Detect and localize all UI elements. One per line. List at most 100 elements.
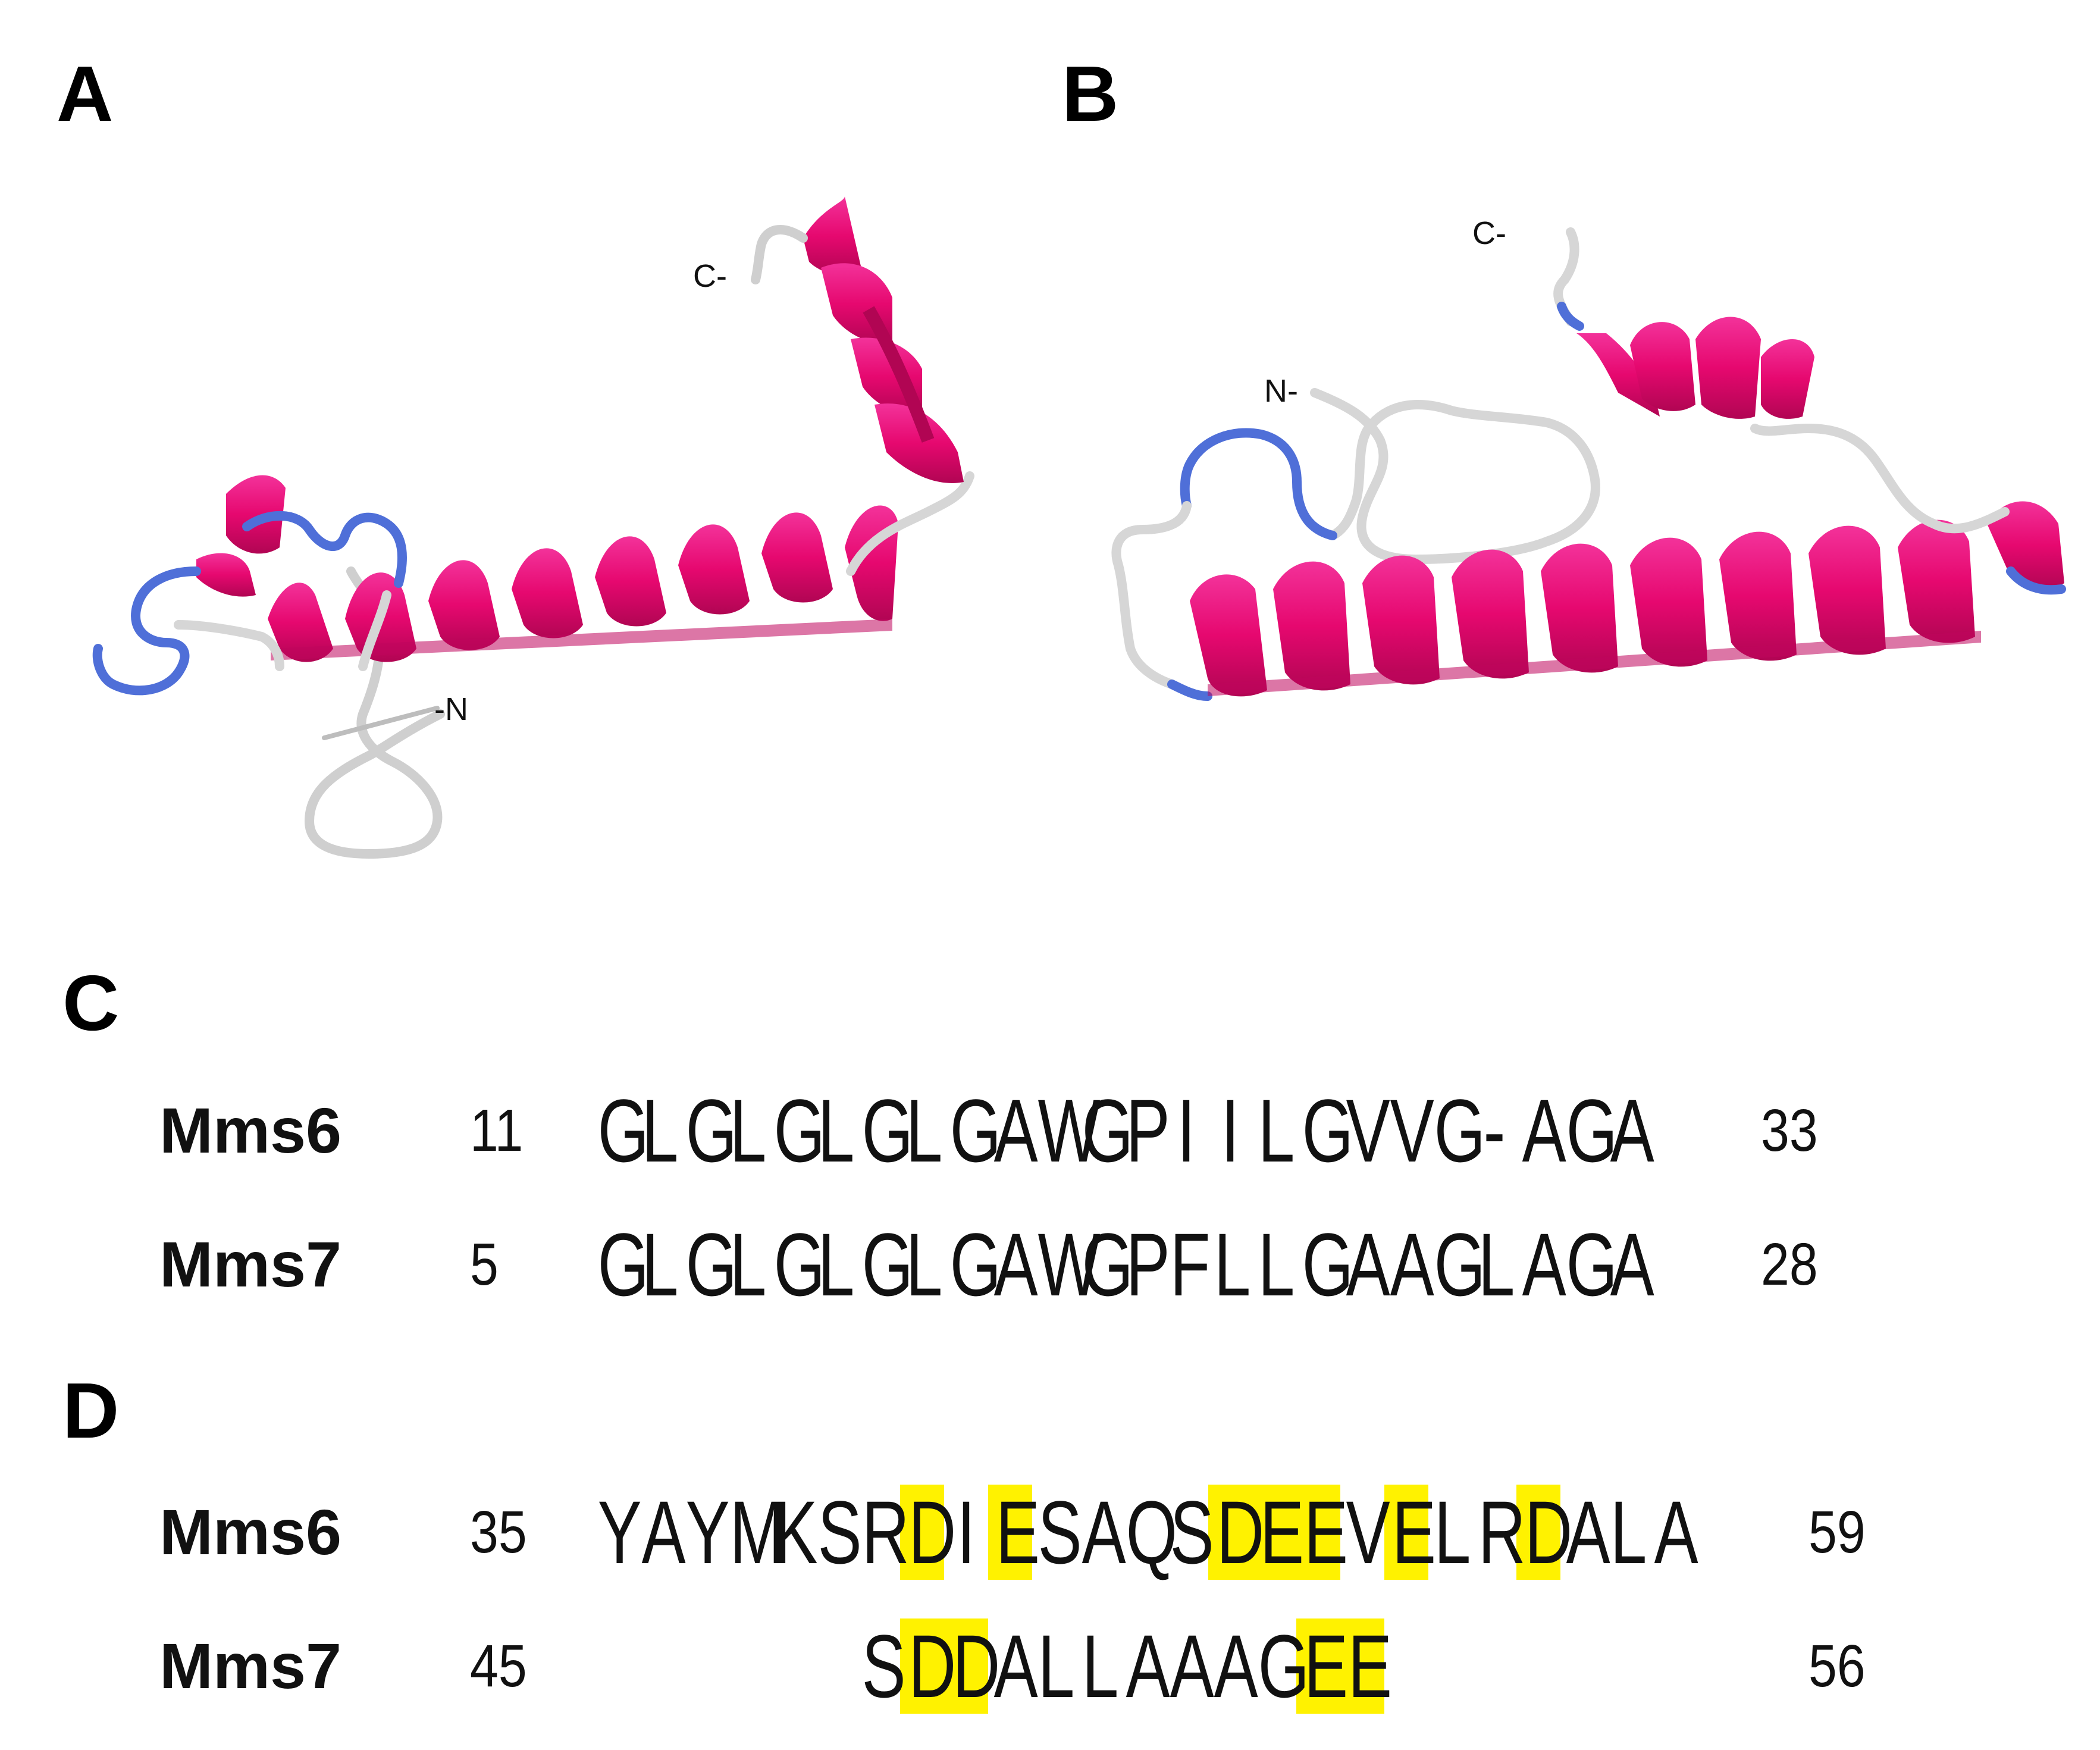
residue: A bbox=[1390, 1214, 1434, 1314]
residue: P bbox=[1126, 1214, 1170, 1314]
coil-c-terminal-a bbox=[751, 225, 808, 284]
coil-n-loop-b bbox=[1310, 388, 1600, 565]
residue: G bbox=[773, 1214, 825, 1314]
coil-n-tail-a bbox=[322, 706, 440, 740]
residue: L bbox=[1258, 1214, 1295, 1314]
residue: L bbox=[905, 1214, 943, 1314]
structure-a: C- -N bbox=[92, 196, 974, 859]
residue: R bbox=[861, 1482, 910, 1582]
residue: L bbox=[1214, 1214, 1251, 1314]
residue: P bbox=[1126, 1081, 1170, 1181]
residue: G bbox=[1302, 1081, 1353, 1181]
residue: S bbox=[1170, 1482, 1214, 1582]
residue: V bbox=[1390, 1081, 1434, 1181]
start-residue-number: 11 bbox=[470, 1097, 524, 1164]
loop-blue-b3 bbox=[2006, 566, 2066, 595]
residue: A bbox=[993, 1616, 1038, 1716]
residue: A bbox=[1346, 1214, 1390, 1314]
residue: I bbox=[1221, 1081, 1240, 1181]
residue-highlighted: D bbox=[1516, 1485, 1572, 1580]
residue: G bbox=[1566, 1081, 1618, 1181]
residue: W bbox=[1038, 1214, 1101, 1314]
residue-highlighted: E bbox=[1384, 1485, 1436, 1580]
n-terminus-label-b: N- bbox=[1264, 373, 1298, 409]
residue-highlighted: D bbox=[1208, 1485, 1264, 1580]
residue: G bbox=[597, 1081, 649, 1181]
loop-blue-b2 bbox=[1167, 680, 1212, 701]
n-terminus-label-a: -N bbox=[434, 691, 468, 727]
end-residue-number: 33 bbox=[1761, 1097, 1818, 1164]
alignment-gap bbox=[686, 1618, 719, 1714]
c-terminus-label-a: C- bbox=[693, 258, 727, 294]
residue: L bbox=[905, 1081, 943, 1181]
residue: Y bbox=[597, 1482, 642, 1582]
end-residue-number: 59 bbox=[1808, 1499, 1866, 1566]
panel-label-c: C bbox=[62, 959, 120, 1047]
residue: G bbox=[1434, 1214, 1485, 1314]
protein-name: Mms7 bbox=[159, 1228, 342, 1300]
helix-main-b bbox=[1190, 501, 2064, 697]
loop-blue-a2 bbox=[92, 566, 201, 696]
residue: S bbox=[1038, 1482, 1082, 1582]
residue: G bbox=[685, 1214, 737, 1314]
residue: A bbox=[1610, 1081, 1654, 1181]
residue: G bbox=[1258, 1616, 1309, 1716]
residue: L bbox=[729, 1081, 767, 1181]
residue: L bbox=[1610, 1482, 1647, 1582]
residue: G bbox=[1082, 1214, 1133, 1314]
residue-highlighted: E bbox=[1296, 1618, 1348, 1714]
residue: G bbox=[685, 1081, 737, 1181]
residue: G bbox=[861, 1081, 913, 1181]
start-residue-number: 45 bbox=[470, 1633, 527, 1699]
residue-highlighted: D bbox=[900, 1485, 956, 1580]
residue: L bbox=[1434, 1482, 1471, 1582]
coil-bridge-a bbox=[358, 590, 391, 671]
residue: A bbox=[1654, 1482, 1698, 1582]
residue-highlighted: D bbox=[900, 1618, 956, 1714]
residue: G bbox=[1434, 1081, 1485, 1181]
residue: G bbox=[773, 1081, 825, 1181]
loop-blue-b1 bbox=[1180, 428, 1337, 540]
alignment-gap bbox=[774, 1618, 807, 1714]
protein-name: Mms6 bbox=[159, 1496, 342, 1568]
residue: Y bbox=[685, 1482, 730, 1582]
residue: I bbox=[957, 1482, 976, 1582]
residue: V bbox=[1346, 1482, 1390, 1582]
start-residue-number: 35 bbox=[470, 1499, 527, 1566]
residue: M bbox=[729, 1482, 785, 1582]
residue: G bbox=[1082, 1081, 1133, 1181]
residue: G bbox=[597, 1214, 649, 1314]
residue: A bbox=[1170, 1616, 1214, 1716]
coil-left-b bbox=[1111, 501, 1192, 689]
panel-label-d: D bbox=[62, 1367, 120, 1454]
protein-name: Mms6 bbox=[159, 1094, 342, 1166]
panel-label-b: B bbox=[1062, 50, 1119, 137]
residue-highlighted: E bbox=[1252, 1485, 1304, 1580]
alignment-gap bbox=[818, 1618, 851, 1714]
residue: L bbox=[1082, 1616, 1119, 1716]
end-residue-number: 28 bbox=[1761, 1231, 1818, 1298]
helix-n-short-a bbox=[196, 475, 286, 597]
residue: G bbox=[1302, 1214, 1353, 1314]
residue: A bbox=[993, 1214, 1038, 1314]
residue: W bbox=[1038, 1081, 1101, 1181]
residue: L bbox=[1038, 1616, 1075, 1716]
residue: A bbox=[993, 1081, 1038, 1181]
residue: S bbox=[861, 1616, 906, 1716]
residue: A bbox=[1610, 1214, 1654, 1314]
residue: L bbox=[1478, 1214, 1515, 1314]
residue: A bbox=[1214, 1616, 1258, 1716]
helix-upper-b bbox=[1576, 317, 1814, 419]
residue: A bbox=[1522, 1081, 1566, 1181]
residue: G bbox=[949, 1081, 1001, 1181]
residue: Q bbox=[1126, 1482, 1177, 1582]
residue: V bbox=[1346, 1081, 1390, 1181]
residue: L bbox=[1258, 1081, 1295, 1181]
residue-highlighted: E bbox=[988, 1485, 1040, 1580]
residue: L bbox=[817, 1214, 855, 1314]
helix-c-terminal-a bbox=[803, 196, 964, 483]
alignment-gap bbox=[730, 1618, 763, 1714]
residue: G bbox=[949, 1214, 1001, 1314]
